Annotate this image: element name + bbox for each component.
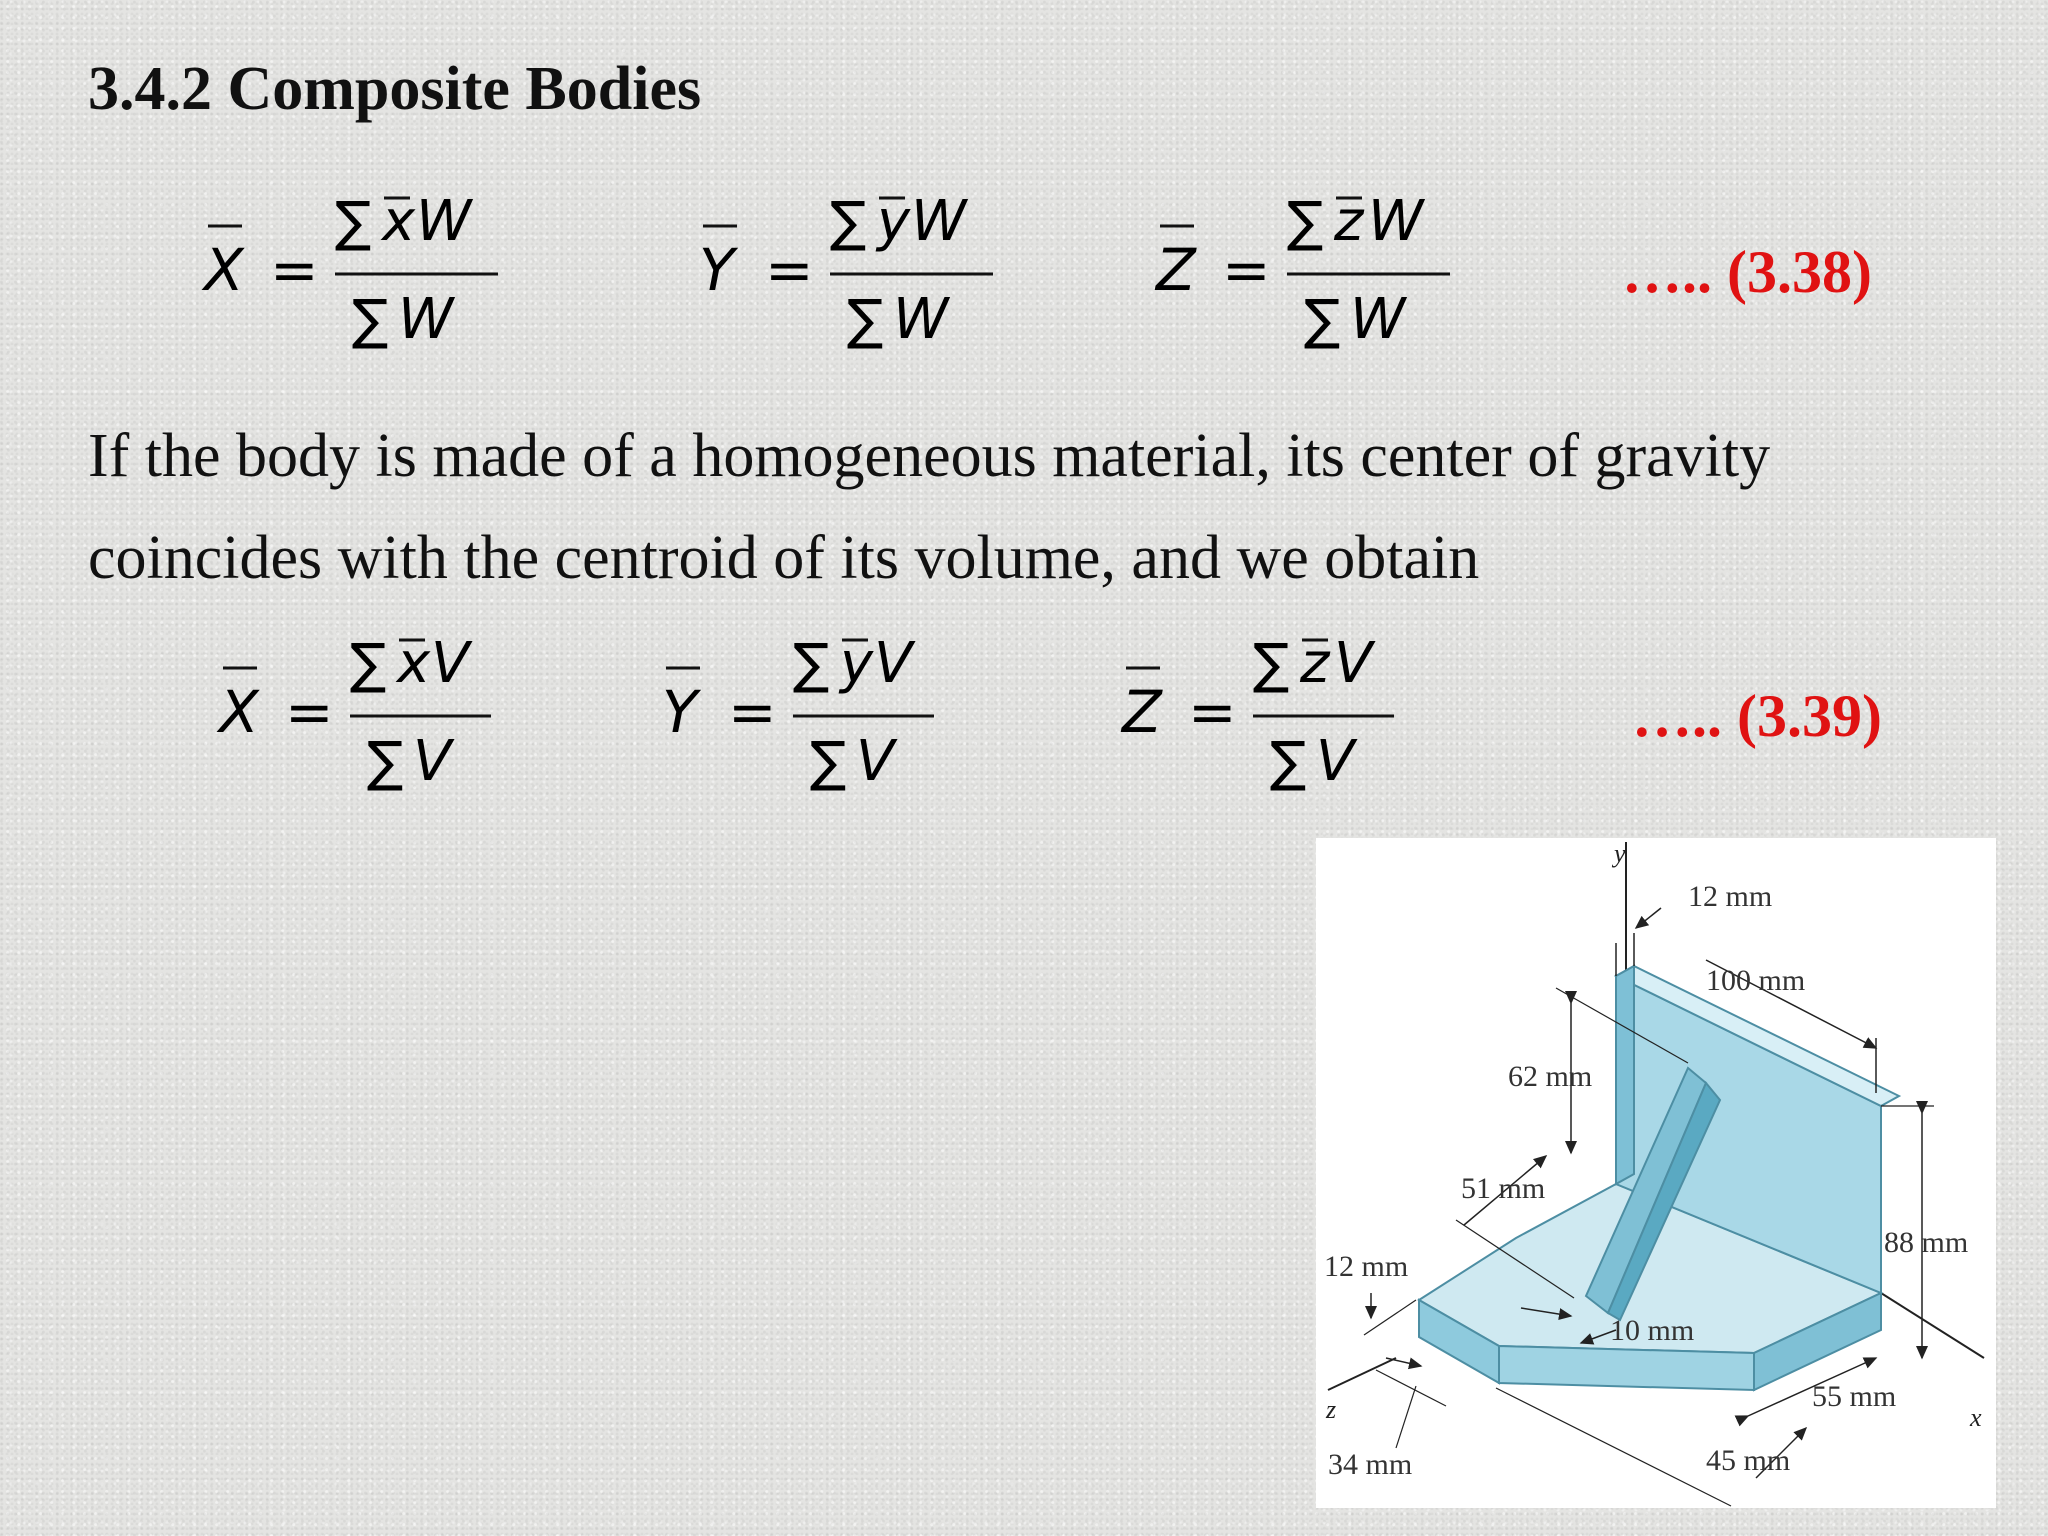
eq-num-sym: x [395, 631, 431, 696]
eq-num-var: V [1334, 631, 1376, 696]
body-paragraph: If the body is made of a homogeneous mat… [88, 422, 1771, 592]
eq-den-var: V [1316, 729, 1358, 794]
eq-lhs: Y [699, 236, 739, 304]
eq-sigma: ∑ [350, 632, 386, 695]
eq-lhs: X [201, 236, 245, 304]
eq-num-sym: x [380, 189, 416, 254]
dim-12-top-label: 12 mm [1688, 880, 1772, 913]
eq-sigma: ∑ [1287, 190, 1323, 253]
axis-y-label: y [1611, 839, 1626, 868]
eq-lhs: Z [1120, 678, 1163, 746]
eq-den-sigma: ∑ [352, 288, 388, 351]
eq-equals: = [1222, 236, 1271, 304]
eq-den-var: V [413, 729, 455, 794]
eq-lhs: X [216, 678, 260, 746]
eq-sigma: ∑ [830, 190, 866, 253]
eq-den-var: W [893, 287, 951, 352]
vertical-plate-side [1615, 964, 1635, 1186]
dim-45-label: 45 mm [1706, 1444, 1790, 1477]
x-axis-line [1880, 1292, 1985, 1359]
eq-num-var: W [416, 189, 474, 254]
equation-zbar-volume: Z = ∑ z V ∑ V [1118, 622, 1438, 807]
eq-num-var: V [874, 631, 916, 696]
equation-ybar-weight: Y = ∑ y W ∑ W [695, 180, 1015, 365]
eq-equals: = [728, 678, 777, 746]
eq-num-sym: z [1333, 189, 1365, 254]
eq-num-sym: z [1299, 631, 1331, 696]
eq-den-sigma: ∑ [810, 730, 846, 793]
eq-num-var: W [911, 189, 969, 254]
dim-62-label: 62 mm [1508, 1060, 1592, 1093]
dim-100-label: 100 mm [1706, 964, 1805, 997]
section-heading: 3.4.2 Composite Bodies [88, 55, 702, 123]
equation-xbar-volume: X = ∑ x V ∑ V [215, 622, 535, 807]
eq-den-sigma: ∑ [1304, 288, 1340, 351]
eq-den-var: V [856, 729, 898, 794]
dim-34-label: 34 mm [1328, 1448, 1412, 1481]
eq-sigma: ∑ [335, 190, 371, 253]
dim-55-label: 55 mm [1812, 1380, 1896, 1413]
axis-x-label: x [1969, 1403, 1982, 1432]
dim-51-label: 51 mm [1461, 1172, 1545, 1205]
eq-equals: = [270, 236, 319, 304]
eq-sigma: ∑ [793, 632, 829, 695]
eq-lhs: Z [1154, 236, 1197, 304]
dim-12-left-label: 12 mm [1324, 1250, 1408, 1283]
equation-xbar-weight: X = ∑ x W ∑ W [200, 180, 520, 365]
eq-num-var: V [431, 631, 473, 696]
eq-den-var: W [1350, 287, 1408, 352]
eq-lhs: Y [662, 678, 702, 746]
dim-10-label: 10 mm [1610, 1314, 1694, 1347]
eq-num-sym: y [875, 189, 911, 254]
equation-zbar-weight: Z = ∑ z W ∑ W [1152, 180, 1472, 365]
eq-den-var: W [398, 287, 456, 352]
equation-ybar-volume: Y = ∑ y V ∑ V [658, 622, 978, 807]
equation-number-3-39: ….. (3.39) [1632, 683, 1882, 749]
base-plate-front-face [1498, 1344, 1755, 1392]
rib-side [1606, 1081, 1722, 1322]
eq-den-sigma: ∑ [367, 730, 403, 793]
equation-number-3-38: ….. (3.38) [1622, 239, 1872, 305]
eq-den-sigma: ∑ [1270, 730, 1306, 793]
z-axis-line [1327, 1357, 1397, 1391]
eq-num-var: W [1368, 189, 1426, 254]
eq-num-sym: y [838, 631, 874, 696]
composite-body-figure: y x z 12 mm 100 mm 62 mm 51 mm 88 mm 12 … [1316, 838, 1996, 1508]
eq-equals: = [765, 236, 814, 304]
eq-den-sigma: ∑ [847, 288, 883, 351]
eq-sigma: ∑ [1253, 632, 1289, 695]
dim-88-label: 88 mm [1884, 1226, 1968, 1259]
axis-z-label: z [1325, 1395, 1336, 1424]
eq-equals: = [285, 678, 334, 746]
eq-equals: = [1188, 678, 1237, 746]
